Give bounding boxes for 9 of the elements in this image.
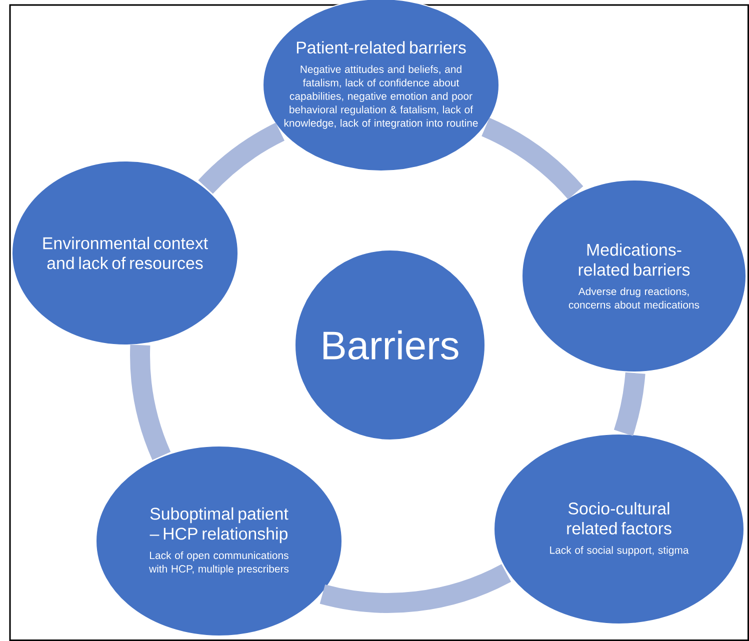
ring-segment [481, 118, 584, 200]
ellipse-node: Environmental context and lack of resources [12, 160, 238, 346]
ring-segment [130, 344, 171, 460]
ellipse-node: Socio-cultural related factors Lack of social support, stigma [494, 433, 744, 624]
ring-segment [198, 122, 285, 194]
ring-segment [320, 564, 511, 613]
ellipse-node: Suboptimal patient – HCP relationship Lack of open communications with HCP, multiple prescribers [96, 445, 342, 636]
ellipse-node: Medications-related barriers Adverse drug reactions, concerns about medications [522, 179, 746, 372]
ring-segment [614, 372, 646, 436]
